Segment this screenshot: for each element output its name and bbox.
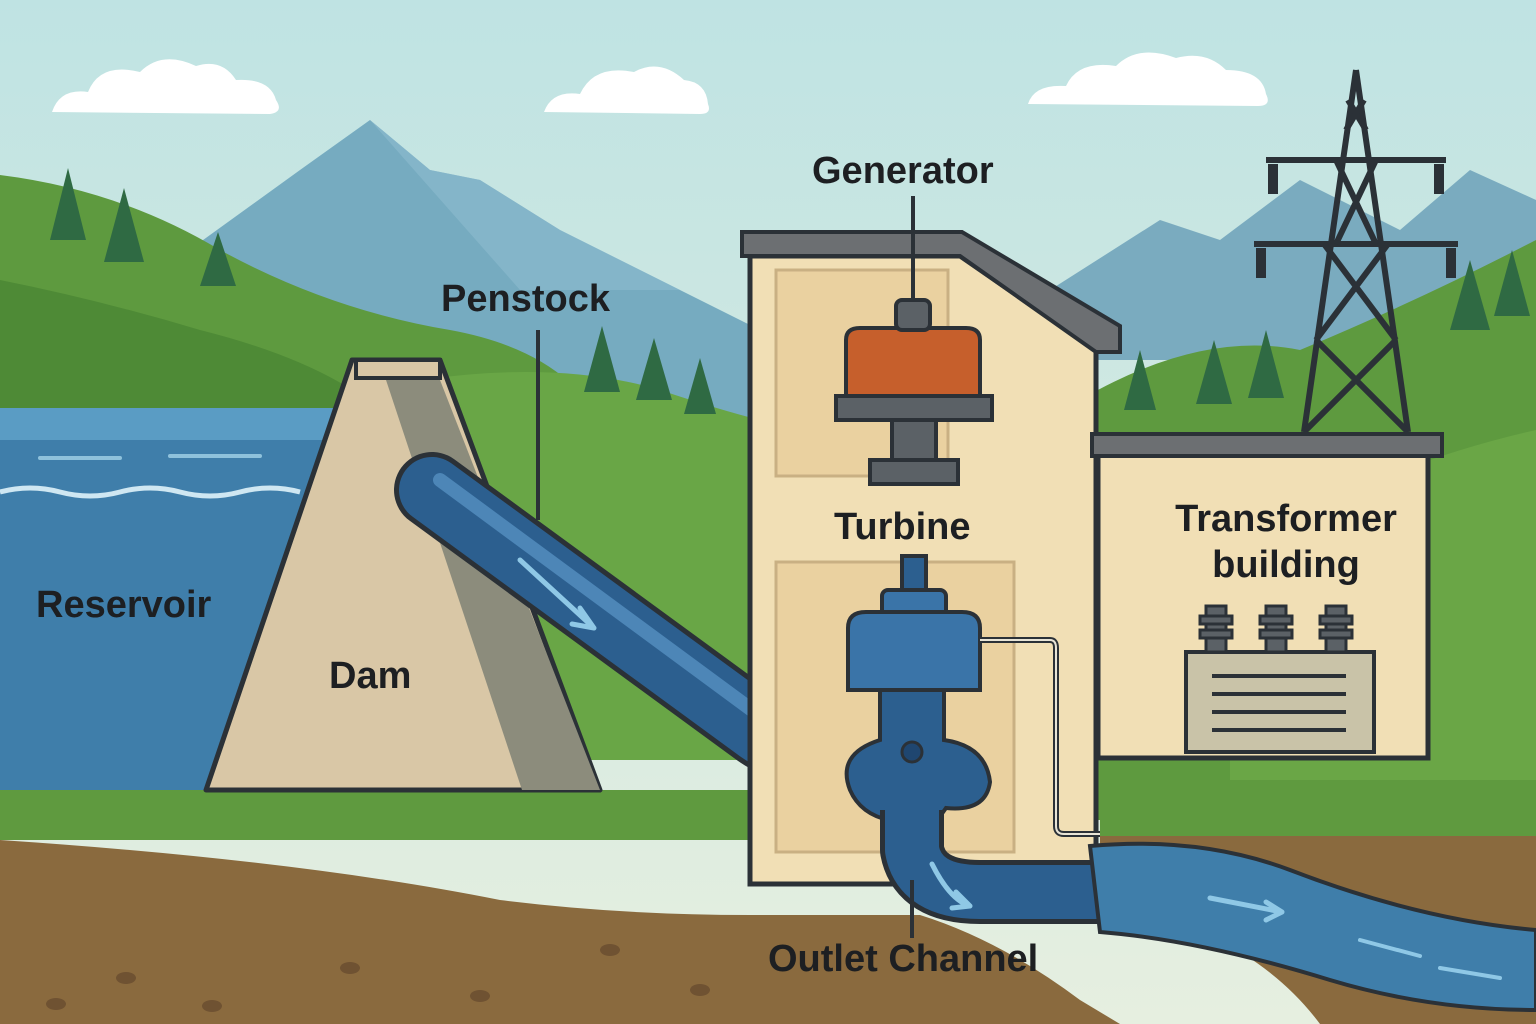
- pine-tree-icon: [1196, 340, 1232, 404]
- penstock-highlight: [433, 473, 767, 723]
- soil: [0, 840, 1120, 1024]
- soil-stone: [46, 998, 66, 1010]
- turbine-label: Turbine: [834, 506, 971, 548]
- pine-tree-icon: [1124, 350, 1156, 410]
- generator-body: [844, 326, 982, 398]
- turbine-housing: [846, 610, 982, 692]
- grass-bank: [0, 790, 750, 840]
- pine-tree-icon: [636, 338, 672, 400]
- flow-arrow-icon: [517, 557, 597, 631]
- outlet-pipe: [885, 810, 1100, 919]
- pine-tree-icon: [1450, 260, 1490, 330]
- pine-tree-icon: [104, 188, 144, 262]
- mountain: [370, 120, 680, 290]
- flow-arrow-icon: [929, 861, 973, 911]
- pine-tree-icon: [584, 326, 620, 392]
- transmission-insulator: [1256, 164, 1456, 278]
- generator-label: Generator: [812, 150, 994, 192]
- transformer-roof: [1090, 432, 1444, 458]
- transformer-icon: [1184, 604, 1376, 754]
- generator-base: [868, 458, 960, 486]
- transmission-tower-icon: [1254, 69, 1458, 435]
- pine-tree-icon: [200, 232, 236, 286]
- reservoir-label: Reservoir: [36, 584, 212, 626]
- transformer-label-line2: building: [1212, 544, 1360, 586]
- grass-bank: [1100, 780, 1536, 836]
- reservoir-water: [0, 408, 352, 790]
- dam-label: Dam: [329, 655, 412, 697]
- water-wave: [38, 454, 262, 460]
- water-wave: [1358, 938, 1502, 980]
- turbine-hub: [900, 740, 924, 764]
- soil-stone: [470, 990, 490, 1002]
- powerhouse-roof: [740, 230, 1122, 354]
- pine-tree-icon: [50, 168, 86, 240]
- water-wave: [0, 485, 301, 499]
- soil-stone: [600, 944, 620, 956]
- pine-tree-icon: [684, 358, 716, 414]
- soil-stone: [690, 984, 710, 996]
- pine-tree-icon: [1494, 250, 1530, 316]
- soil-stone: [116, 972, 136, 984]
- outlet-channel-water: [1087, 841, 1536, 1013]
- hill: [0, 280, 380, 410]
- dam-crest: [354, 358, 442, 380]
- soil-stone: [340, 962, 360, 974]
- soil-stone: [202, 1000, 222, 1012]
- transformer-building-label: Transformer building: [1156, 500, 1416, 584]
- turbine-cable: [980, 639, 1100, 835]
- pine-tree-icon: [1248, 330, 1284, 398]
- generator-plate: [834, 394, 994, 422]
- flow-arrow-icon: [1207, 895, 1285, 923]
- reservoir-surface: [0, 408, 352, 440]
- cloud-icon: [544, 66, 709, 114]
- cloud-icon: [52, 59, 279, 114]
- cloud-icon: [1028, 52, 1268, 106]
- penstock-label: Penstock: [441, 278, 610, 320]
- outlet-channel-label: Outlet Channel: [768, 938, 1039, 980]
- transformer-label-line1: Transformer: [1175, 498, 1397, 540]
- generator-cap: [894, 298, 932, 332]
